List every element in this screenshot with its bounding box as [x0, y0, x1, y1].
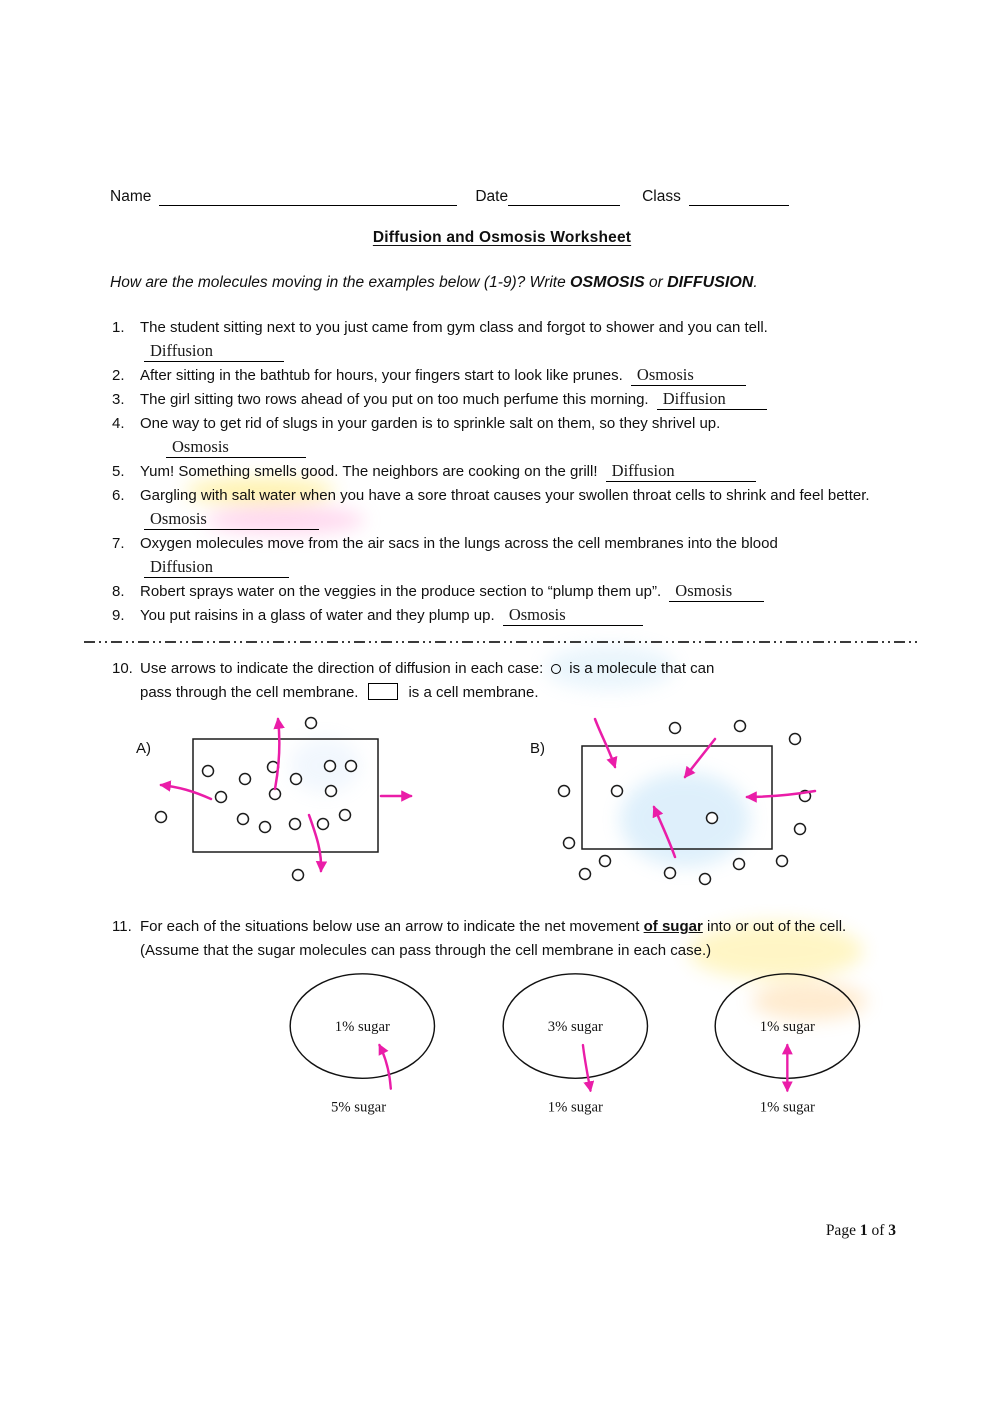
answer-blank: Osmosis — [166, 437, 306, 458]
cell-outline — [289, 973, 436, 1079]
sugar-cell-3: 1% sugar 1% sugar — [714, 973, 861, 1116]
diagram-a-label: A) — [136, 740, 151, 757]
q10-line2: pass through the cell membrane.is a cell… — [140, 683, 539, 701]
page-title: Diffusion and Osmosis Worksheet — [372, 229, 632, 246]
question-10: 10. Use arrows to indicate the direction… — [110, 657, 894, 894]
inside-concentration: 1% sugar — [760, 1019, 815, 1035]
cell-membrane-rect — [192, 738, 379, 853]
answer-blank: Osmosis — [630, 365, 746, 386]
answer-blank: Osmosis — [502, 605, 643, 626]
question-4: 4. One way to get rid of slugs in your g… — [112, 415, 721, 458]
name-blank — [159, 188, 458, 206]
question-1: 1. The student sitting next to you just … — [112, 319, 768, 362]
inside-concentration: 3% sugar — [547, 1019, 602, 1035]
question-3: 3. The girl sitting two rows ahead of yo… — [110, 388, 894, 412]
question-9: 9. You put raisins in a glass of water a… — [110, 604, 894, 628]
outside-concentration: 5% sugar — [331, 1100, 386, 1116]
handwritten-answer: Diffusion — [150, 557, 213, 576]
instruction-text: How are the molecules moving in the exam… — [110, 274, 758, 291]
handwritten-answer: Osmosis — [636, 365, 694, 384]
answer-blank: Osmosis — [669, 581, 765, 602]
diagram-a-figure — [154, 716, 413, 882]
question-2: 2. After sitting in the bathtub for hour… — [110, 364, 894, 388]
handwritten-answer: Osmosis — [172, 437, 229, 456]
question-11: 11. For each of the situations below use… — [110, 915, 894, 1125]
diagram-b-figure — [557, 717, 817, 886]
cell-outline — [502, 973, 648, 1079]
header: Name Date Class — [110, 188, 894, 206]
sugar-cell-1: 1% sugar 5% sugar — [289, 973, 436, 1116]
answer-blank: Diffusion — [656, 389, 767, 410]
handwritten-answer: Osmosis — [150, 509, 207, 528]
date-label: Date — [475, 188, 509, 205]
question-8: 8. Robert sprays water on the veggies in… — [110, 580, 894, 604]
q10-line1: Use arrows to indicate the direction of … — [140, 660, 715, 677]
cell-membrane-rect — [581, 745, 773, 850]
molecules-outside — [154, 716, 318, 882]
date-blank — [508, 188, 621, 206]
molecules-inside — [610, 784, 719, 825]
answer-blank: Osmosis — [144, 509, 319, 530]
diffusion-arrows-in — [593, 717, 817, 859]
question-7: 7. Oxygen molecules move from the air sa… — [112, 535, 778, 578]
question-5: 5. Yum! Something smells good. The neigh… — [110, 460, 894, 484]
handwritten-answer: Osmosis — [508, 605, 566, 624]
answer-blank: Diffusion — [605, 461, 756, 482]
net-movement-arrow-down — [581, 1043, 594, 1093]
class-label: Class — [642, 188, 681, 205]
diagram-a: A) — [136, 709, 438, 894]
diffusion-arrows-out — [159, 717, 413, 873]
handwritten-answer: Diffusion — [662, 389, 726, 408]
section-divider — [84, 641, 918, 643]
question-6: 6. Gargling with salt water when you hav… — [112, 487, 870, 530]
molecules-inside — [201, 759, 358, 834]
inside-concentration: 1% sugar — [335, 1019, 390, 1035]
outside-concentration: 1% sugar — [760, 1100, 815, 1116]
diagram-b: B) — [530, 709, 837, 894]
diagram-b-label: B) — [530, 740, 545, 757]
question-list: 1. The student sitting next to you just … — [110, 316, 894, 628]
handwritten-answer: Diffusion — [150, 341, 213, 360]
handwritten-answer: Diffusion — [611, 461, 675, 480]
answer-blank: Diffusion — [144, 557, 289, 578]
membrane-icon — [368, 683, 399, 700]
net-movement-arrow-up — [378, 1043, 393, 1090]
diffusion-diagrams: A) — [136, 709, 894, 894]
name-label: Name — [110, 188, 152, 205]
sugar-cells: 1% sugar 5% sugar 3% sugar 1% sugar 1% s… — [256, 967, 894, 1125]
answer-blank: Diffusion — [144, 341, 284, 362]
page-number: Page 1 of 3 — [825, 1222, 896, 1239]
handwritten-answer: Osmosis — [675, 581, 733, 600]
outside-concentration: 1% sugar — [547, 1100, 602, 1116]
class-blank — [688, 188, 789, 206]
molecule-icon — [551, 664, 562, 674]
sugar-cell-2: 3% sugar 1% sugar — [502, 973, 648, 1116]
